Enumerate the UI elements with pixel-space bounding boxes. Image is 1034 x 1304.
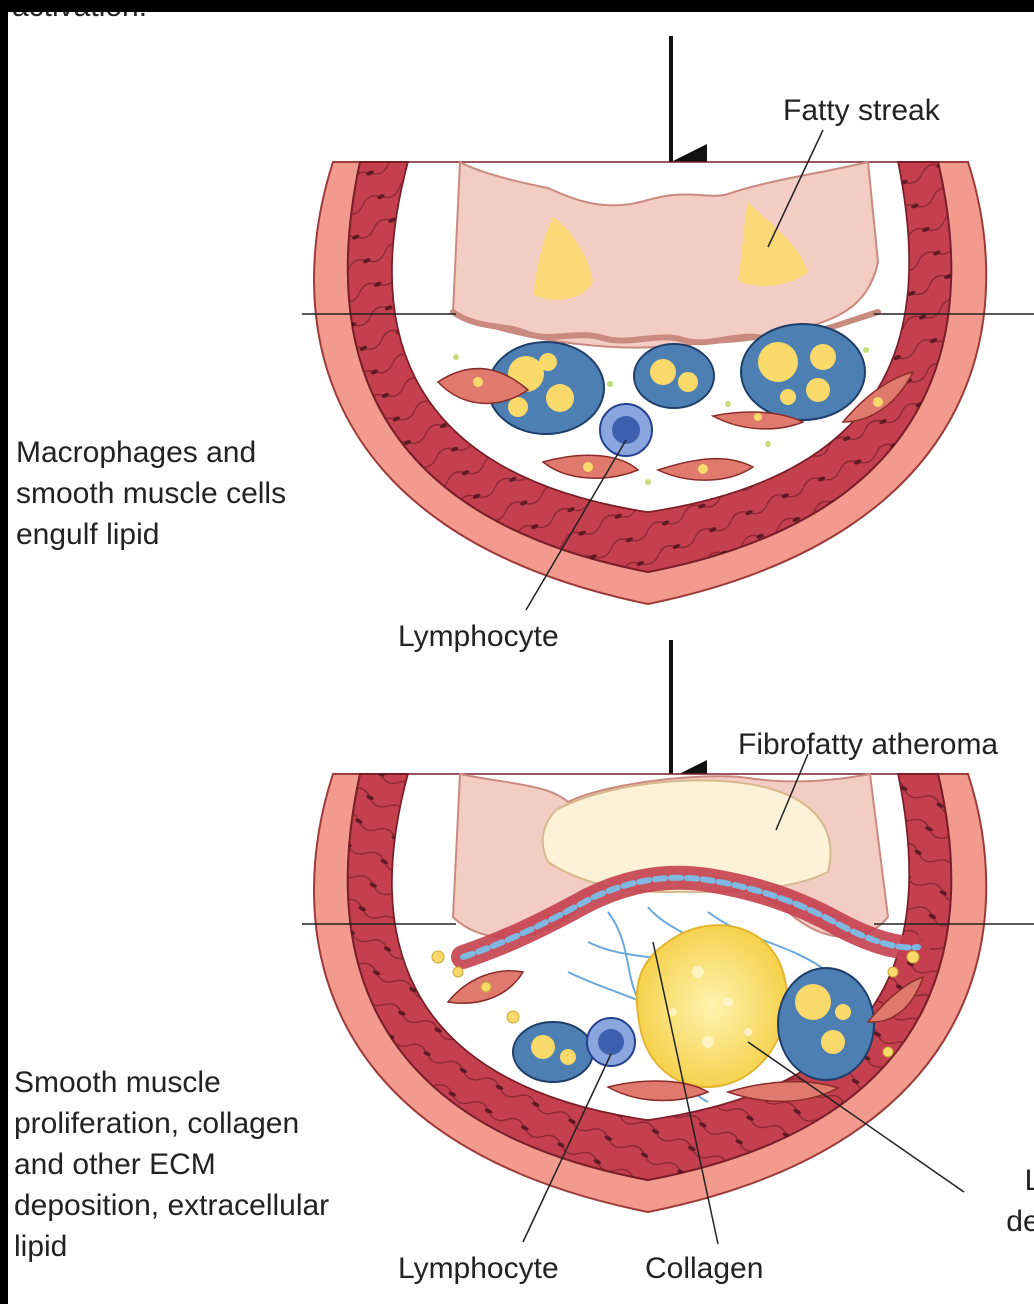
macrophage-cell-bottom-2	[778, 968, 874, 1080]
label-macrophages: Macrophages and smooth muscle cells engu…	[16, 432, 286, 555]
label-fibrofatty-atheroma: Fibrofatty atheroma	[738, 724, 998, 765]
label-lymphocyte-top: Lymphocyte	[398, 616, 559, 657]
diagram-canvas: activation. Fatty streak Macrophages and…	[8, 12, 1034, 1304]
label-lipid-debris: Lipid debris	[948, 1160, 1034, 1242]
label-smooth-muscle-proliferation: Smooth muscle proliferation, collagen an…	[14, 1062, 329, 1267]
artery-section-top	[302, 130, 1034, 610]
label-collagen: Collagen	[645, 1248, 763, 1289]
artery-section-bottom	[302, 754, 1034, 1244]
label-fatty-streak: Fatty streak	[783, 90, 940, 131]
label-lymphocyte-bottom: Lymphocyte	[398, 1248, 559, 1289]
cut-off-top-text: activation.	[12, 12, 147, 24]
